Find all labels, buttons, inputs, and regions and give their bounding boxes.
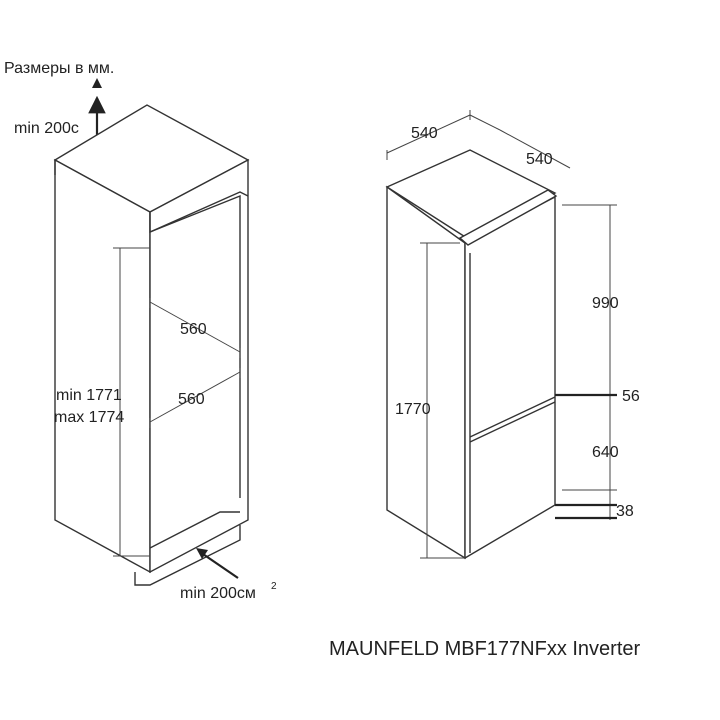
units-note: Размеры в мм. <box>4 60 114 77</box>
bottom-vent-sup: 2 <box>271 581 277 592</box>
niche-height-min: min 1771 <box>56 387 122 404</box>
model-name: MAUNFELD MBF177NFxx Inverter <box>329 638 641 660</box>
fridge-appliance <box>385 110 617 560</box>
top-vent-label: min 200с <box>14 120 79 137</box>
niche-depth-upper: 560 <box>180 321 207 338</box>
niche-cabinet <box>53 78 250 586</box>
gap-height: 56 <box>622 388 640 405</box>
appliance-width: 540 <box>411 125 438 142</box>
lower-section-height: 640 <box>592 444 619 461</box>
niche-depth-lower: 560 <box>178 391 205 408</box>
bottom-height: 38 <box>616 503 634 520</box>
bottom-vent-label: min 200см <box>180 585 256 602</box>
upper-section-height: 990 <box>592 295 619 312</box>
bottom-vent-arrow <box>199 551 239 579</box>
appliance-height: 1770 <box>395 401 431 418</box>
niche-height-max: max 1774 <box>54 409 124 426</box>
appliance-depth: 540 <box>526 151 553 168</box>
